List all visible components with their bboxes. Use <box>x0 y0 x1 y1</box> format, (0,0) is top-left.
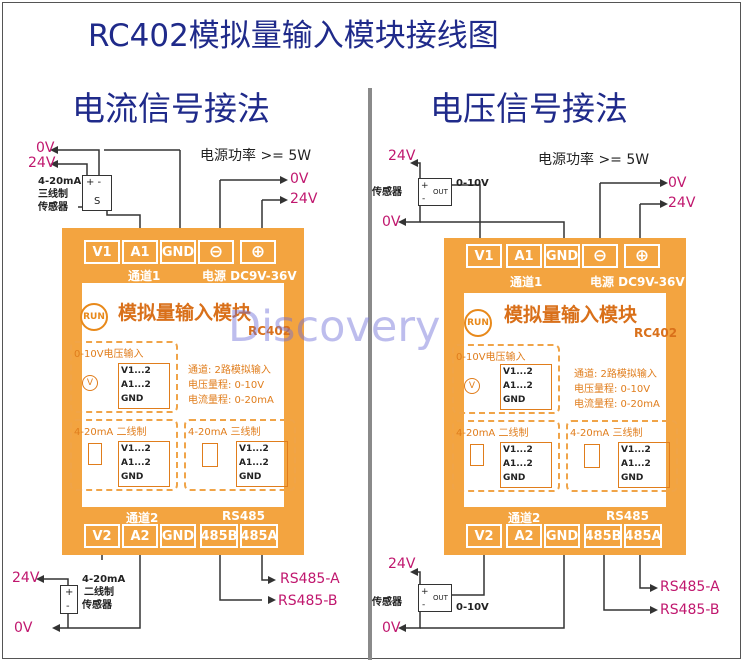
voltage-input-box: 0-10V电压输入 V V1...2 A1...2 GND <box>70 341 178 413</box>
channel2-label: 通道2 <box>508 511 541 525</box>
watermark: Discovery <box>228 302 441 352</box>
sensor-label: 二线制 <box>84 587 114 598</box>
sensor-range-label: 0-10V <box>456 602 489 613</box>
terminal-power-positive: ⊕ <box>624 244 660 268</box>
channel1-label: 通道1 <box>510 275 543 289</box>
current-3wire-input-box: 4-20mA 三线制 V1...2 A1...2 GND <box>184 419 296 491</box>
module-name: 模拟量输入模块 <box>504 304 638 326</box>
wire-label-0v: 0V <box>36 140 55 156</box>
terminal-a1: A1 <box>122 240 158 264</box>
spec-line: 电压量程: 0-10V <box>574 384 651 395</box>
rs485-label: RS485 <box>222 509 265 523</box>
sensor-label: 传感器 <box>372 187 402 198</box>
voltage-input-box: 0-10V电压输入 V V1...2 A1...2 GND <box>452 344 560 414</box>
module-name: 模拟量输入模块 <box>118 302 252 324</box>
wire-label-0v: 0V <box>290 171 309 187</box>
wire-label-rs485a: RS485-A <box>660 579 720 595</box>
terminal-485b: 485B <box>584 524 622 548</box>
terminal-a1: A1 <box>506 244 542 268</box>
spec-line: 电流量程: 0-20mA <box>188 395 274 406</box>
voltage-sensor: + OUT - <box>418 584 452 612</box>
terminal-485a: 485A <box>240 524 278 548</box>
terminal-a2: A2 <box>506 524 542 548</box>
run-indicator: RUN <box>80 303 108 331</box>
terminal-gnd: GND <box>544 524 580 548</box>
sensor-label: 4-20mA <box>82 574 126 585</box>
terminal-v1: V1 <box>466 244 502 268</box>
module-model: RC402 <box>248 324 292 338</box>
wire-label-24v: 24V <box>12 570 40 586</box>
spec-line: 通道: 2路模拟输入 <box>574 369 657 380</box>
sensor-label: 传感器 <box>38 202 68 213</box>
terminal-485b: 485B <box>200 524 238 548</box>
terminal-power-negative: ⊖ <box>198 240 234 264</box>
section-divider <box>368 88 372 660</box>
terminal-gnd: GND <box>160 240 196 264</box>
wire-label-24v: 24V <box>668 195 696 211</box>
run-indicator: RUN <box>464 309 492 337</box>
current-3wire-sensor: + - S <box>82 175 112 211</box>
power-supply-label: 电源 DC9V-36V <box>202 269 297 283</box>
terminal-gnd: GND <box>160 524 196 548</box>
wire-label-0v: 0V <box>382 620 401 636</box>
wire-label-0v: 0V <box>382 214 401 230</box>
terminal-a2: A2 <box>122 524 158 548</box>
wire-label-24v: 24V <box>28 155 56 171</box>
current-3wire-input-box: 4-20mA 三线制 V1...2 A1...2 GND <box>566 420 678 492</box>
channel2-label: 通道2 <box>126 511 159 525</box>
terminal-power-negative: ⊖ <box>582 244 618 268</box>
sensor-range-label: 0-10V <box>456 178 489 189</box>
rc402-module-right: V1 A1 GND ⊖ ⊕ 通道1 电源 DC9V-36V RUN 模拟量输入模… <box>444 238 686 555</box>
sensor-label: 传感器 <box>372 597 402 608</box>
terminal-485a: 485A <box>624 524 662 548</box>
wire-label-rs485a: RS485-A <box>280 571 340 587</box>
channel1-label: 通道1 <box>128 269 161 283</box>
wire-label-rs485b: RS485-B <box>660 602 720 618</box>
sensor-label: 传感器 <box>82 600 112 611</box>
wire-label-0v: 0V <box>14 620 33 636</box>
wire-label-rs485b: RS485-B <box>278 593 338 609</box>
module-model: RC402 <box>634 326 678 340</box>
current-2wire-input-box: 4-20mA 二线制 V1...2 A1...2 GND <box>452 420 560 492</box>
wire-label-24v: 24V <box>290 191 318 207</box>
spec-line: 通道: 2路模拟输入 <box>188 365 271 376</box>
terminal-v2: V2 <box>84 524 120 548</box>
left-section-title: 电流信号接法 <box>72 89 270 128</box>
terminal-v1: V1 <box>84 240 120 264</box>
terminal-power-positive: ⊕ <box>240 240 276 264</box>
sensor-label: 三线制 <box>38 189 68 200</box>
wire-label-24v: 24V <box>388 148 416 164</box>
power-supply-label: 电源 DC9V-36V <box>590 275 685 289</box>
current-2wire-sensor: + - <box>60 585 78 614</box>
spec-line: 电压量程: 0-10V <box>188 380 265 391</box>
current-2wire-input-box: 4-20mA 二线制 V1...2 A1...2 GND <box>70 419 178 491</box>
power-note: 电源功率 >= 5W <box>200 148 312 164</box>
sensor-label: 4-20mA <box>38 176 82 187</box>
page-title: RC402模拟量输入模块接线图 <box>88 18 499 54</box>
right-section-title: 电压信号接法 <box>430 89 628 128</box>
spec-line: 电流量程: 0-20mA <box>574 399 660 410</box>
wire-label-24v: 24V <box>388 556 416 572</box>
wire-label-0v: 0V <box>668 175 687 191</box>
rc402-module-left: V1 A1 GND ⊖ ⊕ 通道1 电源 DC9V-36V RUN 模拟量输入模… <box>62 228 304 555</box>
rs485-label: RS485 <box>606 509 649 523</box>
terminal-gnd: GND <box>544 244 580 268</box>
power-note: 电源功率 >= 5W <box>538 152 650 168</box>
terminal-v2: V2 <box>466 524 502 548</box>
voltage-sensor: + OUT - <box>418 178 452 206</box>
